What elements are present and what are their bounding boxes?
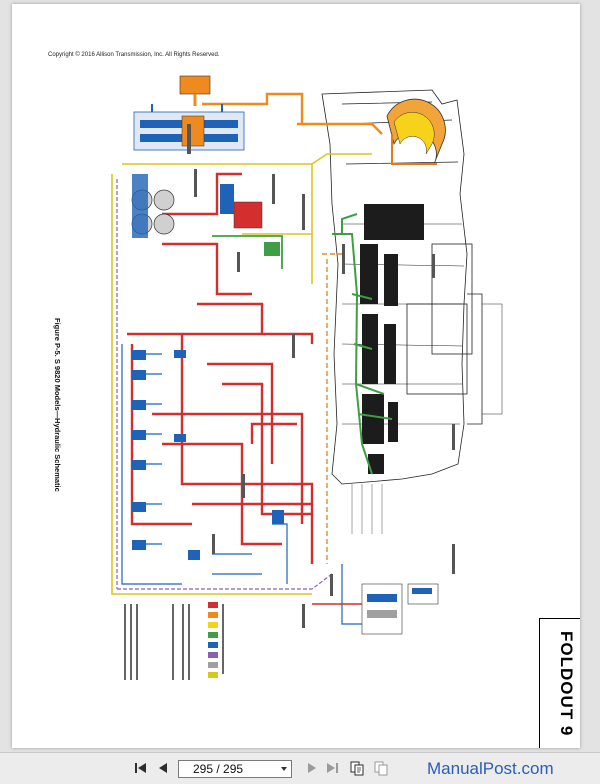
- main-pressure-lines: [127, 172, 314, 564]
- hydraulic-schematic: [111, 75, 503, 680]
- valve-spools: [132, 350, 284, 560]
- schematic-labels: [187, 124, 455, 628]
- clutch-packs: [360, 204, 424, 474]
- lower-valve-group: [312, 564, 439, 635]
- orange-dashed-lines: [322, 253, 342, 564]
- lube-lines-housing: [332, 213, 393, 475]
- copyright-notice: Copyright © 2016 Allison Transmission, I…: [48, 52, 220, 58]
- page-selector[interactable]: 295 / 295: [178, 760, 292, 778]
- color-legend: [208, 602, 218, 678]
- torque-converter: [386, 98, 446, 165]
- figure-caption: Figure P-5. S 9820 Models—Hydraulic Sche…: [53, 318, 62, 492]
- next-page-icon[interactable]: [303, 759, 321, 777]
- signal-lines: [111, 153, 372, 595]
- converter-in-lines: [202, 92, 383, 135]
- exhaust-lines: [116, 179, 333, 590]
- transmission-housing: [321, 89, 503, 534]
- brand-link[interactable]: ManualPost.com: [427, 759, 554, 778]
- main-regulator: [220, 184, 280, 256]
- document-page: Copyright © 2016 Allison Transmission, I…: [12, 4, 580, 748]
- foldout-label: FOLDOUT 9: [557, 631, 576, 737]
- last-page-icon[interactable]: [323, 759, 341, 777]
- copy-icon[interactable]: [348, 759, 366, 777]
- document-viewer: Copyright © 2016 Allison Transmission, I…: [12, 4, 580, 748]
- first-page-icon[interactable]: [132, 759, 150, 777]
- chevron-down-icon: [281, 767, 287, 771]
- prev-page-icon[interactable]: [154, 759, 172, 777]
- viewer-toolbar: 295 / 295 ManualPost.com: [0, 752, 600, 784]
- foldout-tab: FOLDOUT 9: [539, 618, 580, 748]
- legend-notes: [124, 604, 224, 680]
- page-indicator: 295 / 295: [193, 762, 244, 776]
- fit-page-icon[interactable]: [372, 759, 390, 777]
- cooler-block: [179, 75, 211, 95]
- green-lube-lines: [212, 235, 283, 269]
